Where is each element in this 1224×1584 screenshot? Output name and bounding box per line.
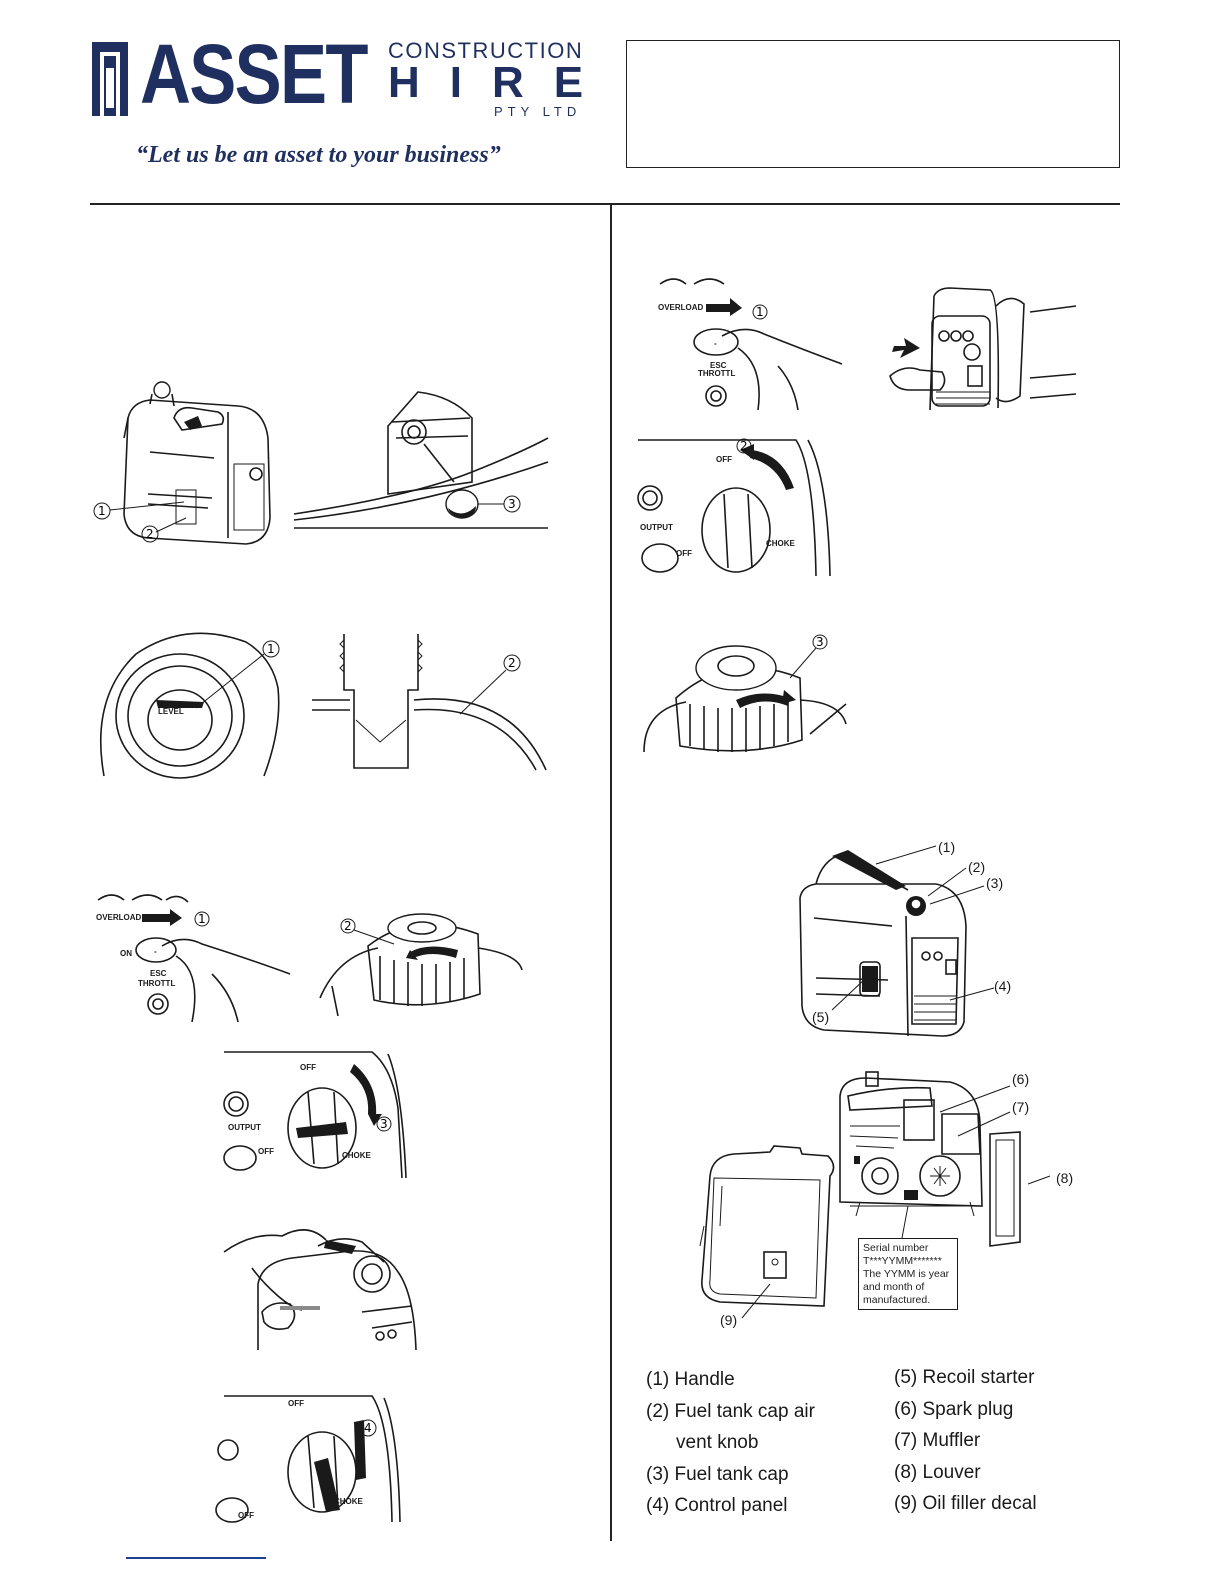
serial-line-3: The YYMM is year <box>863 1268 950 1280</box>
svg-text:LEVEL: LEVEL <box>158 707 184 716</box>
callout-2-label: (2) <box>968 859 986 875</box>
svg-text:2: 2 <box>344 919 352 933</box>
legend-item: (9) Oil filler decal <box>894 1493 1037 1514</box>
svg-text:2: 2 <box>508 656 516 670</box>
serial-line-1: Serial number <box>863 1242 929 1254</box>
svg-text:ESC: ESC <box>150 969 167 978</box>
serial-line-2: T***YYMM******* <box>863 1255 942 1267</box>
svg-text:OFF: OFF <box>716 455 732 464</box>
legend-item: (8) Louver <box>894 1461 981 1483</box>
svg-text:-: - <box>154 947 157 956</box>
brand-pty-ltd: PTY LTD <box>494 104 582 119</box>
control-panel-plug-illustration <box>880 286 1080 412</box>
generator-side-illustration: 1 2 <box>88 378 288 548</box>
svg-text:2: 2 <box>146 527 154 541</box>
logo-mark-icon <box>92 42 128 116</box>
svg-text:4: 4 <box>364 1421 372 1435</box>
parts-leader-lines-2 <box>939 1085 1051 1185</box>
svg-text:3: 3 <box>816 635 824 649</box>
svg-text:OFF: OFF <box>676 549 692 558</box>
legend-item: (2) Fuel tank cap air <box>646 1400 815 1422</box>
svg-text:-: - <box>714 339 717 348</box>
brand-asset: ASSET <box>140 27 369 121</box>
fuel-cap-close-illustration: 3 <box>640 634 850 760</box>
fuel-level-illustration: LEVEL 1 <box>96 628 286 779</box>
svg-text:1: 1 <box>267 642 275 656</box>
engine-switch-on-illustration: OUTPUT OFF OFF CHOKE 3 <box>222 1048 407 1180</box>
parts-legend-left: (1) Handle (2) Fuel tank cap air vent kn… <box>646 1364 815 1522</box>
recoil-pull-illustration <box>222 1212 422 1351</box>
svg-text:3: 3 <box>380 1117 388 1131</box>
generator-parts-exploded-illustration <box>690 1066 1021 1319</box>
column-divider <box>610 205 612 1541</box>
fuel-level-section-illustration: 2 <box>310 630 550 780</box>
callout-4-label: (4) <box>994 978 1012 994</box>
svg-text:CHOKE: CHOKE <box>334 1497 364 1506</box>
svg-text:ESC: ESC <box>710 361 727 370</box>
svg-text:THROTTL: THROTTL <box>698 369 735 378</box>
legend-item: (1) Handle <box>646 1369 735 1390</box>
parts-legend-right: (5) Recoil starter (6) Spark plug (7) Mu… <box>894 1362 1037 1520</box>
svg-text:OFF: OFF <box>258 1147 274 1156</box>
svg-text:1: 1 <box>198 912 206 926</box>
svg-text:1: 1 <box>756 305 764 319</box>
callout-3-label: (3) <box>986 875 1004 891</box>
svg-text:CHOKE: CHOKE <box>766 539 796 548</box>
serial-line-4: and month of <box>863 1281 925 1293</box>
callout-6-label: (6) <box>1012 1071 1030 1087</box>
legend-item: (4) Control panel <box>646 1495 788 1516</box>
esc-button-right-illustration: OVERLOAD 1 - ESC THROTTL <box>654 278 844 411</box>
svg-text:ON: ON <box>120 949 132 958</box>
svg-text:OFF: OFF <box>288 1399 304 1408</box>
svg-text:OVERLOAD: OVERLOAD <box>96 913 142 922</box>
callout-7-label: (7) <box>1012 1099 1030 1115</box>
brand-hire: HIRE <box>388 58 614 107</box>
header-divider <box>90 203 1120 205</box>
callout-9-label: (9) <box>720 1312 738 1328</box>
brand-construction: CONSTRUCTION <box>388 38 584 63</box>
serial-line-5: manufactured. <box>863 1294 931 1306</box>
company-logo: ASSET CONSTRUCTION HIRE PTY LTD <box>90 32 590 124</box>
svg-text:1: 1 <box>98 504 106 518</box>
callout-8-label: (8) <box>1056 1170 1074 1186</box>
svg-text:2: 2 <box>740 439 748 453</box>
svg-text:OUTPUT: OUTPUT <box>640 523 673 532</box>
svg-text:CHOKE: CHOKE <box>342 1151 372 1160</box>
footer-underline <box>126 1557 266 1559</box>
callout-5-label: (5) <box>812 1009 830 1025</box>
parts-leader-lines <box>831 845 995 1011</box>
header-empty-box <box>626 40 1120 168</box>
legend-item: (3) Fuel tank cap <box>646 1463 789 1485</box>
tagline: “Let us be an asset to your business” <box>136 142 501 168</box>
esc-button-illustration: OVERLOAD 1 ON - ESC THROTTL <box>92 894 292 1024</box>
oil-filler-illustration: 3 <box>292 382 552 532</box>
fuel-cap-open-illustration: 2 <box>318 906 528 1024</box>
engine-switch-on-right-illustration: OUTPUT OFF OFF CHOKE 2 <box>636 438 832 578</box>
legend-item: (5) Recoil starter <box>894 1367 1035 1388</box>
svg-text:3: 3 <box>508 497 516 511</box>
serial-number-note: Serial number T***YYMM******* The YYMM i… <box>858 1238 958 1310</box>
svg-text:THROTTL: THROTTL <box>138 979 175 988</box>
svg-text:OFF: OFF <box>300 1063 316 1072</box>
engine-switch-choke-illustration: OFF OFF CHOKE 4 <box>215 1392 402 1524</box>
legend-item: (6) Spark plug <box>894 1398 1014 1420</box>
svg-text:OUTPUT: OUTPUT <box>228 1123 261 1132</box>
svg-text:OFF: OFF <box>238 1511 254 1520</box>
legend-item: vent knob <box>676 1432 759 1453</box>
legend-item: (7) Muffler <box>894 1430 981 1451</box>
callout-1-label: (1) <box>938 839 956 855</box>
svg-text:OVERLOAD: OVERLOAD <box>658 303 704 312</box>
